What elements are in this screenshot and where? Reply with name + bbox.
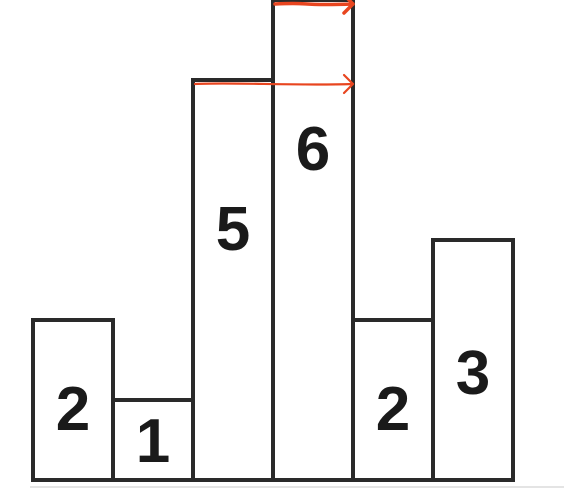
bar-3 — [271, 0, 355, 482]
bar-label-1: 1 — [136, 407, 170, 476]
bar-2 — [191, 78, 275, 482]
bars-layer — [31, 0, 515, 482]
arrows-layer — [193, 0, 355, 95]
arrow-head-0 — [342, 73, 355, 95]
bar-label-5: 3 — [456, 339, 490, 408]
bar-label-3: 6 — [296, 115, 330, 184]
arrow-head-1 — [342, 0, 355, 15]
arrow-line-0 — [193, 82, 355, 86]
bar-label-4: 2 — [376, 375, 410, 444]
bar-label-0: 2 — [56, 375, 90, 444]
bar-5 — [431, 238, 515, 482]
arrow-line-1 — [273, 1, 355, 7]
bar-0 — [31, 318, 115, 482]
bar-label-2: 5 — [216, 195, 250, 264]
bar-1 — [111, 398, 195, 482]
bar-4 — [351, 318, 435, 482]
